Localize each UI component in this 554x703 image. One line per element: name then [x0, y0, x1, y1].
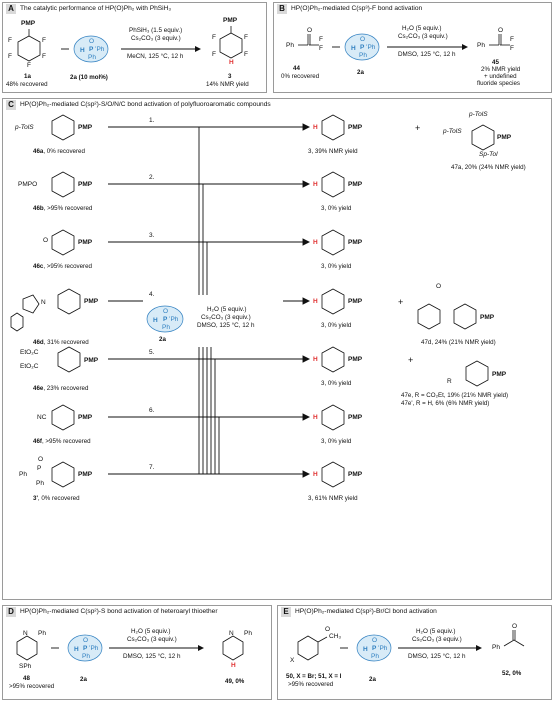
row1-substituent: p-TolS	[15, 124, 34, 131]
side-product-47d: 47d, 24% (21% NMR yield)	[421, 339, 496, 346]
panel-a-header: A The catalytic performance of HP(O)Ph₂ …	[3, 3, 171, 14]
panel-e-title: HP(O)Ph₂-mediated C(sp²)-Br/Cl bond acti…	[295, 608, 437, 615]
catalyst-ellipse	[73, 35, 109, 63]
panel-e-header: E HP(O)Ph₂-mediated C(sp²)-Br/Cl bond ac…	[278, 606, 437, 617]
side-product-47e-prime: 47e', R = H, 6% (6% NMR yield)	[401, 400, 490, 407]
panel-a-title: The catalytic performance of HP(O)Ph₂ wi…	[20, 5, 172, 12]
sm-1a-status: 48% recovered	[6, 81, 48, 88]
panel-b-scheme	[298, 33, 510, 61]
sm-1a-label: 1a	[24, 73, 31, 80]
panel-d-header: D HP(O)Ph₂-mediated C(sp²)-S bond activa…	[3, 606, 218, 617]
panel-d-scheme	[16, 634, 244, 662]
panel-b-tag: B	[277, 3, 287, 14]
panel-b: B HP(O)Ph₂-mediated C(sp³)-F bond activa…	[273, 2, 552, 93]
prod-3-ring	[219, 32, 243, 59]
panel-c-header: C HP(O)Ph₂-mediated C(sp²)-S/O/N/C bond …	[3, 99, 271, 110]
panel-a: A The catalytic performance of HP(O)Ph₂ …	[2, 2, 267, 93]
sm-pmp: PMP	[21, 20, 36, 27]
panel-b-title: HP(O)Ph₂-mediated C(sp³)-F bond activati…	[291, 5, 423, 12]
prod-h-highlight: H	[229, 59, 234, 66]
catalyst-ellipse-c	[146, 305, 184, 333]
row1-label: 46a, 0% recovered	[33, 148, 85, 155]
panel-a-tag: A	[6, 3, 16, 14]
panel-e: E HP(O)Ph₂-mediated C(sp²)-Br/Cl bond ac…	[277, 605, 552, 700]
panel-d: D HP(O)Ph₂-mediated C(sp²)-S bond activa…	[2, 605, 272, 700]
panel-c: C HP(O)Ph₂-mediated C(sp²)-S/O/N/C bond …	[2, 98, 552, 600]
prod-3-yield: 14% NMR yield	[206, 81, 249, 88]
side-product-47e: 47e, R = CO₂Et, 19% (21% NMR yield)	[401, 392, 509, 399]
panel-a-scheme	[17, 26, 243, 63]
row1-product: 3, 39% NMR yield	[308, 148, 358, 155]
panel-c-title: HP(O)Ph₂-mediated C(sp²)-S/O/N/C bond ac…	[20, 101, 271, 108]
panel-d-tag: D	[6, 606, 16, 617]
panel-e-tag: E	[281, 606, 291, 617]
panel-c-tag: C	[6, 99, 16, 110]
panel-e-scheme	[297, 630, 525, 662]
panel-d-title: HP(O)Ph₂-mediated C(sp²)-S bond activati…	[20, 608, 218, 615]
side-product-47a: 47a, 20% (24% NMR yield)	[451, 164, 526, 171]
panel-b-header: B HP(O)Ph₂-mediated C(sp³)-F bond activa…	[274, 3, 422, 14]
panel-c-scheme	[10, 114, 495, 488]
cat-2a-label: 2a (10 mol%)	[70, 74, 108, 81]
prod-3-label: 3	[228, 73, 232, 80]
sm-1a-ring	[17, 35, 41, 62]
